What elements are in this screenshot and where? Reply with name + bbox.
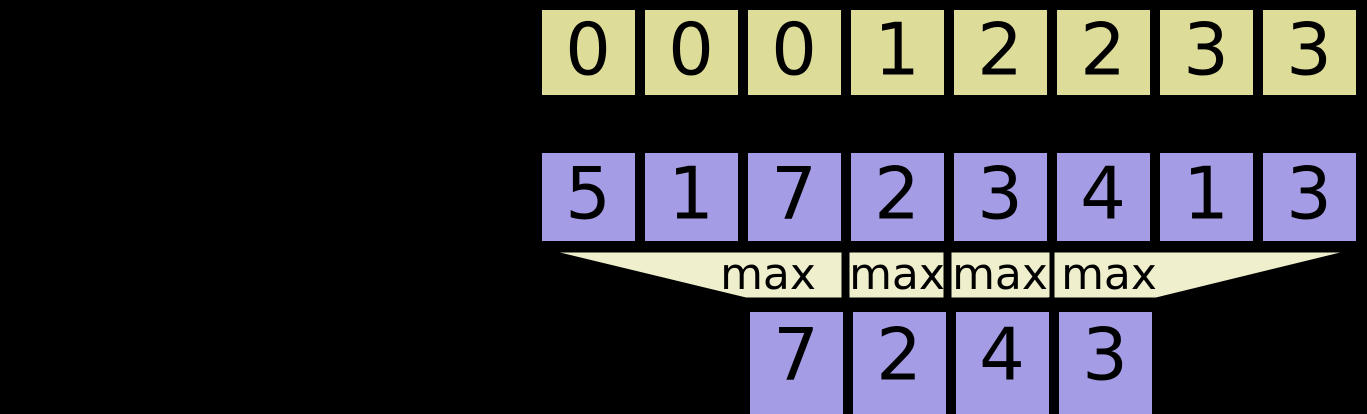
index-cell-2: 0: [743, 5, 846, 100]
input-cell-1-label: 1: [668, 152, 714, 236]
index-cell-6-label: 3: [1183, 8, 1229, 92]
output-row: 7 2 4 3: [745, 307, 1157, 414]
index-cell-7-box: [1258, 5, 1361, 100]
input-cell-6-box: [1155, 148, 1258, 246]
index-cell-3-label: 1: [874, 8, 920, 92]
index-cell-3: 1: [846, 5, 949, 100]
input-cell-1-box: [640, 148, 743, 246]
input-cell-6: 1: [1155, 148, 1258, 246]
input-cell-7-label: 3: [1286, 152, 1332, 236]
max-funnel-2-label: max: [952, 249, 1048, 300]
max-funnel-3-shape: [1049, 247, 1362, 303]
index-cell-5-label: 2: [1080, 8, 1126, 92]
index-cell-2-label: 0: [771, 8, 817, 92]
index-cell-3-box: [846, 5, 949, 100]
input-cell-4: 3: [949, 148, 1052, 246]
input-cell-5-box: [1052, 148, 1155, 246]
input-cell-1: 1: [640, 148, 743, 246]
max-funnel-row: max max max max: [538, 247, 1362, 303]
input-cell-0: 5: [537, 148, 640, 246]
input-cell-2: 7: [743, 148, 846, 246]
output-cell-3-box: [1054, 307, 1157, 414]
index-cell-4-label: 2: [977, 8, 1023, 92]
input-cell-0-label: 5: [565, 152, 611, 236]
index-cell-7: 3: [1258, 5, 1361, 100]
index-cell-0: 0: [537, 5, 640, 100]
input-cell-0-box: [537, 148, 640, 246]
index-cell-1: 0: [640, 5, 743, 100]
input-cell-2-box: [743, 148, 846, 246]
index-cell-1-box: [640, 5, 743, 100]
index-cell-4-box: [949, 5, 1052, 100]
max-funnel-1-label: max: [849, 249, 945, 300]
output-cell-1-box: [848, 307, 951, 414]
output-cell-2: 4: [951, 307, 1054, 414]
output-cell-1-label: 2: [876, 313, 922, 397]
output-cell-1: 2: [848, 307, 951, 414]
input-cell-3: 2: [846, 148, 949, 246]
input-row: 5 1 7 2 3 4 1: [537, 148, 1361, 246]
output-cell-0-label: 7: [773, 313, 819, 397]
max-funnel-0-label: max: [720, 249, 816, 300]
input-cell-5-label: 4: [1080, 152, 1126, 236]
input-cell-3-label: 2: [874, 152, 920, 236]
index-cell-6-box: [1155, 5, 1258, 100]
index-cell-0-box: [537, 5, 640, 100]
output-cell-2-box: [951, 307, 1054, 414]
max-funnel-0-shape: [538, 247, 847, 303]
input-cell-5: 4: [1052, 148, 1155, 246]
input-cell-7-box: [1258, 148, 1361, 246]
index-cell-6: 3: [1155, 5, 1258, 100]
index-cell-0-label: 0: [565, 8, 611, 92]
max-funnel-1-shape: [844, 247, 949, 303]
input-cell-3-box: [846, 148, 949, 246]
index-cell-1-label: 0: [668, 8, 714, 92]
input-cell-2-label: 7: [771, 152, 817, 236]
input-cell-4-box: [949, 148, 1052, 246]
input-cell-7: 3: [1258, 148, 1361, 246]
output-cell-2-label: 4: [979, 313, 1025, 397]
max-funnel-3-label: max: [1061, 249, 1157, 300]
output-cell-0-box: [745, 307, 848, 414]
index-cell-7-label: 3: [1286, 8, 1332, 92]
output-cell-3-label: 3: [1082, 313, 1128, 397]
output-cell-0: 7: [745, 307, 848, 414]
index-cell-4: 2: [949, 5, 1052, 100]
input-cell-6-label: 1: [1183, 152, 1229, 236]
index-cell-2-box: [743, 5, 846, 100]
index-cell-5: 2: [1052, 5, 1155, 100]
input-cell-4-label: 3: [977, 152, 1023, 236]
index-row: 0 0 0 1 2 2 3: [537, 5, 1361, 100]
output-cell-3: 3: [1054, 307, 1157, 414]
index-cell-5-box: [1052, 5, 1155, 100]
